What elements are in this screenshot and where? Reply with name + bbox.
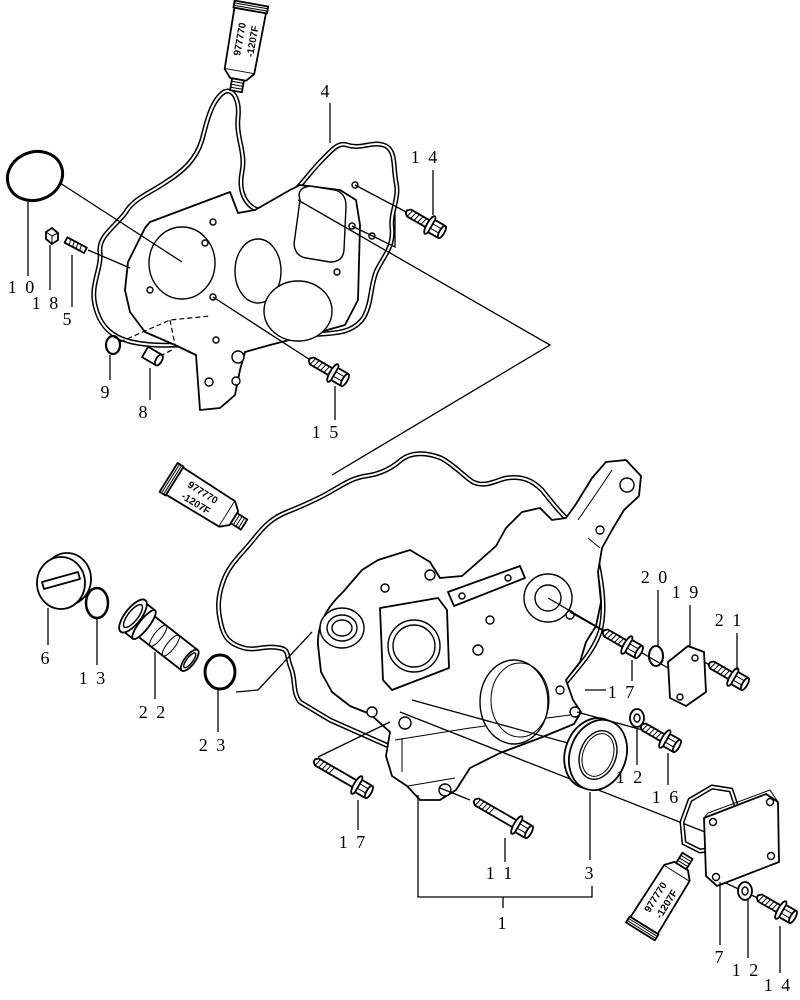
ring-9 [104, 334, 122, 356]
o-ring-20 [648, 645, 664, 667]
stud-5 [63, 236, 88, 254]
label-part-4: 4 [321, 81, 332, 101]
label-part-15: 1 5 [312, 422, 341, 442]
label-part-5: 5 [63, 309, 74, 329]
label-part-17-left: 1 7 [339, 832, 368, 852]
label-part-14-bottom: 1 4 [764, 975, 793, 995]
label-part-19: 1 9 [672, 582, 701, 602]
bolt-21 [703, 653, 753, 695]
label-part-13: 1 3 [79, 668, 108, 688]
sealant-tube-bottom: 977770 -1207F [625, 845, 703, 942]
label-part-22: 2 2 [139, 702, 168, 722]
label-part-17-right: 1 7 [608, 682, 637, 702]
label-part-18: 1 8 [32, 293, 61, 313]
tube-text-line2: -1207F [245, 25, 261, 58]
label-part-21: 2 1 [715, 610, 744, 630]
label-part-7: 7 [715, 947, 726, 967]
filler-pipe-22 [118, 598, 200, 672]
nut-18 [45, 227, 59, 245]
leader-lines [27, 103, 781, 973]
bolt-14-bottom [751, 886, 800, 928]
sealant-tube-middle: 977770 -1207F [158, 462, 255, 540]
bolt-11 [468, 790, 537, 843]
assembly-bracket-1 [417, 795, 593, 898]
filler-cap-6 [36, 552, 92, 610]
bolt-15 [303, 349, 353, 391]
sealant-tube-top: 977770 -1207F [218, 0, 270, 96]
label-part-6: 6 [41, 648, 52, 668]
label-part-16: 1 6 [652, 787, 681, 807]
washer-12-mid [629, 708, 645, 728]
o-ring-13 [84, 586, 110, 620]
label-part-23: 2 3 [199, 735, 228, 755]
upper-assembly-lines [59, 182, 552, 476]
label-part-3: 3 [585, 863, 596, 883]
label-part-8: 8 [139, 402, 150, 422]
label-part-11: 1 1 [486, 863, 515, 883]
label-part-10: 1 0 [8, 277, 37, 297]
label-part-20: 2 0 [641, 567, 670, 587]
o-ring-23 [203, 653, 237, 691]
label-part-14-top: 1 4 [411, 147, 440, 167]
label-part-12-bottom: 1 2 [732, 960, 761, 980]
pin-8 [141, 345, 164, 367]
housing-bolt-holes [366, 477, 635, 797]
bolt-17-right [597, 621, 647, 663]
washer-12-bottom [737, 881, 753, 901]
part-labels: 4 1 4 1 0 1 8 5 9 8 1 5 6 1 3 2 2 2 3 2 … [8, 81, 793, 995]
cover-19 [667, 645, 707, 707]
label-part-9: 9 [101, 382, 112, 402]
oil-seal-3 [563, 717, 628, 792]
label-part-1: 1 [498, 913, 509, 933]
bolt-14-top [400, 201, 450, 243]
o-ring-10 [5, 149, 65, 203]
cover-plate-7 [703, 789, 780, 887]
bolt-17-left [308, 750, 377, 803]
label-part-12-mid: 1 2 [616, 767, 645, 787]
